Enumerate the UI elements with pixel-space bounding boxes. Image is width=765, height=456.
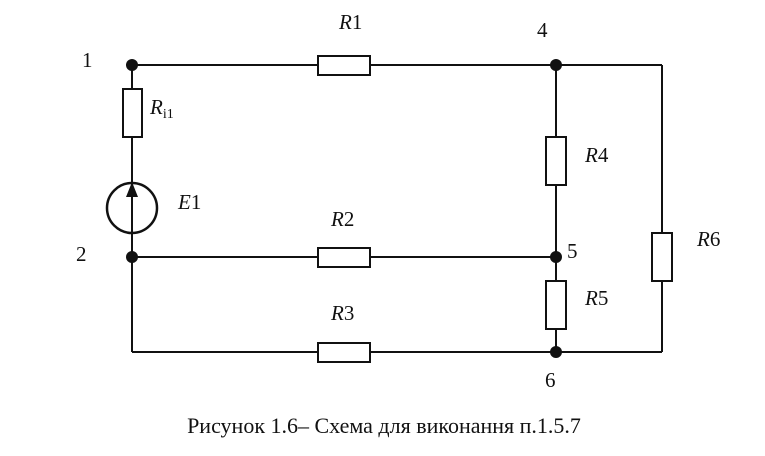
node-dot-5 — [550, 251, 562, 263]
junction-nodes — [126, 59, 562, 358]
node-label-2: 2 — [76, 242, 87, 266]
label-r1: R1 — [338, 10, 362, 34]
figure-caption: Рисунок 1.6– Схема для виконання п.1.5.7 — [187, 413, 581, 438]
source-arrow-head — [126, 182, 138, 197]
resistors — [122, 55, 673, 363]
node-dot-6 — [550, 346, 562, 358]
resistor-r2 — [317, 247, 371, 268]
label-r4: R4 — [584, 143, 609, 167]
resistor-r4 — [545, 136, 567, 186]
node-dot-4 — [550, 59, 562, 71]
node-dot-2 — [126, 251, 138, 263]
voltage-source-e1 — [105, 181, 159, 235]
label-r4-number: 4 — [598, 143, 609, 167]
label-r6: R6 — [696, 227, 720, 251]
node-labels: 1 2 4 5 6 — [76, 18, 578, 392]
label-ri1: Ri1 — [149, 95, 174, 122]
label-r2-letter: R — [330, 207, 344, 231]
label-r2: R2 — [330, 207, 354, 231]
label-e1: E1 — [177, 190, 201, 214]
label-ri1-letter: R — [149, 95, 163, 119]
label-e1-number: 1 — [191, 190, 202, 214]
label-r1-number: 1 — [352, 10, 363, 34]
label-r3-letter: R — [330, 301, 344, 325]
label-r5: R5 — [584, 286, 608, 310]
label-r2-number: 2 — [344, 207, 355, 231]
wires — [131, 64, 663, 353]
node-label-1: 1 — [82, 48, 93, 72]
resistor-ri1 — [122, 88, 143, 138]
label-r5-letter: R — [584, 286, 598, 310]
resistor-r3 — [317, 342, 371, 363]
resistor-r6 — [651, 232, 673, 282]
label-r6-letter: R — [696, 227, 710, 251]
label-r3-number: 3 — [344, 301, 355, 325]
label-r5-number: 5 — [598, 286, 609, 310]
resistor-r1 — [317, 55, 371, 76]
label-e1-letter: E — [177, 190, 191, 214]
label-r4-letter: R — [584, 143, 598, 167]
resistor-r5 — [545, 280, 567, 330]
label-ri1-subscript: i1 — [163, 107, 174, 122]
component-labels: R1 R2 R3 R4 R5 R6 Ri1 E1 — [149, 10, 720, 325]
label-r1-letter: R — [338, 10, 352, 34]
label-r3: R3 — [330, 301, 354, 325]
node-dot-1 — [126, 59, 138, 71]
node-label-4: 4 — [537, 18, 548, 42]
node-label-6: 6 — [545, 368, 556, 392]
node-label-5: 5 — [567, 239, 578, 263]
label-r6-number: 6 — [710, 227, 721, 251]
